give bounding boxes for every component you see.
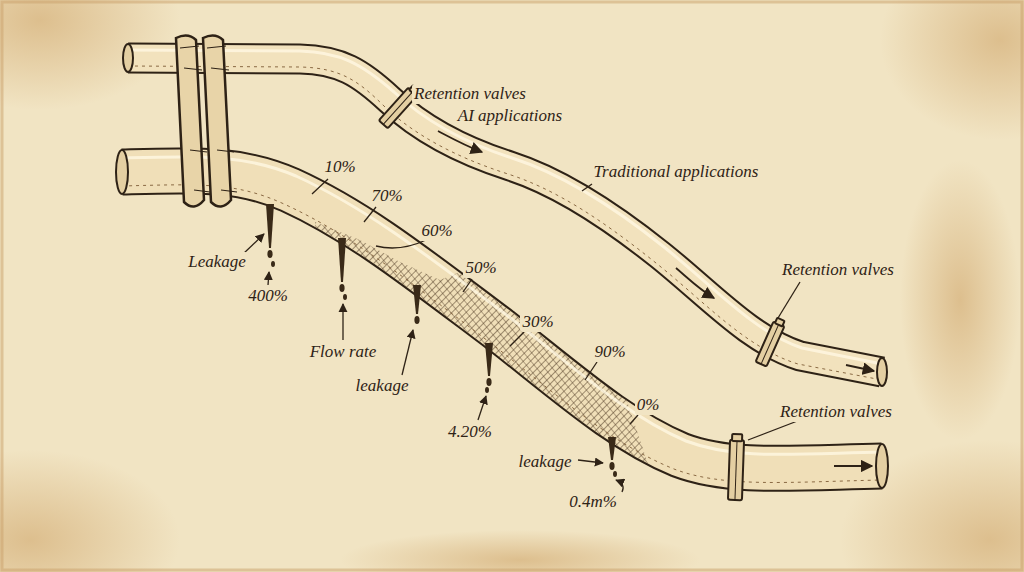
callout-label: 60%: [419, 221, 454, 241]
callout-label: 30%: [520, 312, 555, 332]
leak-drip: [266, 204, 617, 477]
callout-label: 0%: [635, 395, 662, 415]
callout-label: leakage: [517, 452, 574, 472]
callout-label: 90%: [592, 342, 627, 362]
callout-label: Retention valves: [412, 84, 528, 104]
callout-label: 0.4m%: [567, 492, 619, 512]
callout-label: 400%: [246, 286, 290, 306]
pipe-straps: [176, 35, 237, 206]
callout-label: AI applications: [456, 106, 564, 126]
callout-label: Retention valves: [780, 260, 896, 280]
retention-valve: [379, 84, 787, 500]
callout-label: leakage: [354, 376, 411, 396]
callout-label: 4.20%: [446, 422, 494, 442]
callout-label: Retention valves: [778, 402, 894, 422]
callout-label: 10%: [322, 157, 357, 177]
callout-label: Flow rate: [308, 342, 379, 362]
callout-label: 70%: [369, 186, 404, 206]
callout-label: Traditional applications: [592, 162, 761, 182]
callout-label: 50%: [463, 258, 498, 278]
callout-label: Leakage: [186, 252, 248, 272]
leader-line: [242, 179, 800, 492]
